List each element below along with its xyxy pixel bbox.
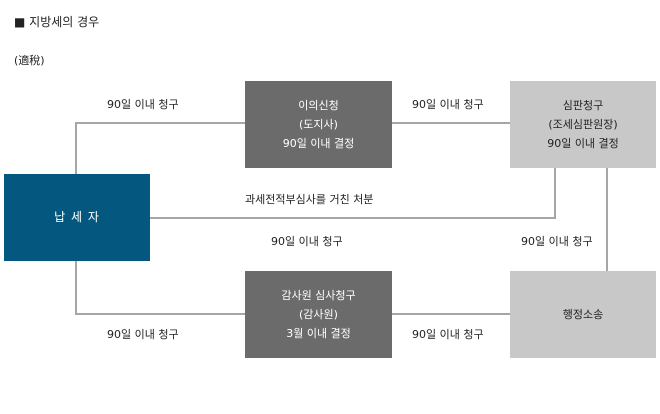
objection-line-1: 이의신청: [298, 99, 339, 112]
taxpayer-box: 납 세 자: [4, 174, 150, 261]
diagram-subtitle: (適稅): [14, 54, 45, 67]
label-taxpayer-to-objection: 90일 이내 청구: [107, 98, 179, 111]
label-trial-to-litigation: 90일 이내 청구: [521, 235, 593, 248]
trial-line-3: 90일 이내 결정: [547, 137, 619, 150]
label-review-disposition: 과세전적부심사를 거친 처분: [245, 193, 374, 206]
audit-line-2: (감사원): [299, 308, 338, 321]
trial-request-box: 심판청구 (조세심판원장) 90일 이내 결정: [510, 81, 656, 168]
objection-box: 이의신청 (도지사) 90일 이내 결정: [245, 81, 392, 168]
connector-taxpayer-objection: [75, 122, 245, 174]
label-objection-to-trial: 90일 이내 청구: [412, 98, 484, 111]
objection-line-3: 90일 이내 결정: [282, 137, 355, 150]
objection-line-2: (도지사): [299, 118, 338, 131]
litigation-label: 행정소송: [562, 308, 604, 321]
trial-line-2: (조세심판원장): [548, 118, 618, 131]
audit-line-3: 3월 이내 결정: [286, 327, 351, 340]
connector-taxpayer-trial: [150, 168, 556, 219]
taxpayer-label: 납 세 자: [54, 210, 100, 224]
connector-taxpayer-audit: [75, 261, 245, 315]
audit-line-1: 감사원 심사청구: [281, 289, 356, 302]
admin-litigation-box: 행정소송: [510, 271, 656, 358]
diagram-title: ■ 지방세의 경우: [14, 15, 100, 29]
label-taxpayer-to-trial: 90일 이내 청구: [271, 235, 343, 248]
label-taxpayer-to-audit: 90일 이내 청구: [107, 328, 179, 341]
audit-request-box: 감사원 심사청구 (감사원) 3월 이내 결정: [245, 271, 392, 358]
trial-line-1: 심판청구: [562, 99, 604, 112]
label-audit-to-litigation: 90일 이내 청구: [412, 328, 484, 341]
